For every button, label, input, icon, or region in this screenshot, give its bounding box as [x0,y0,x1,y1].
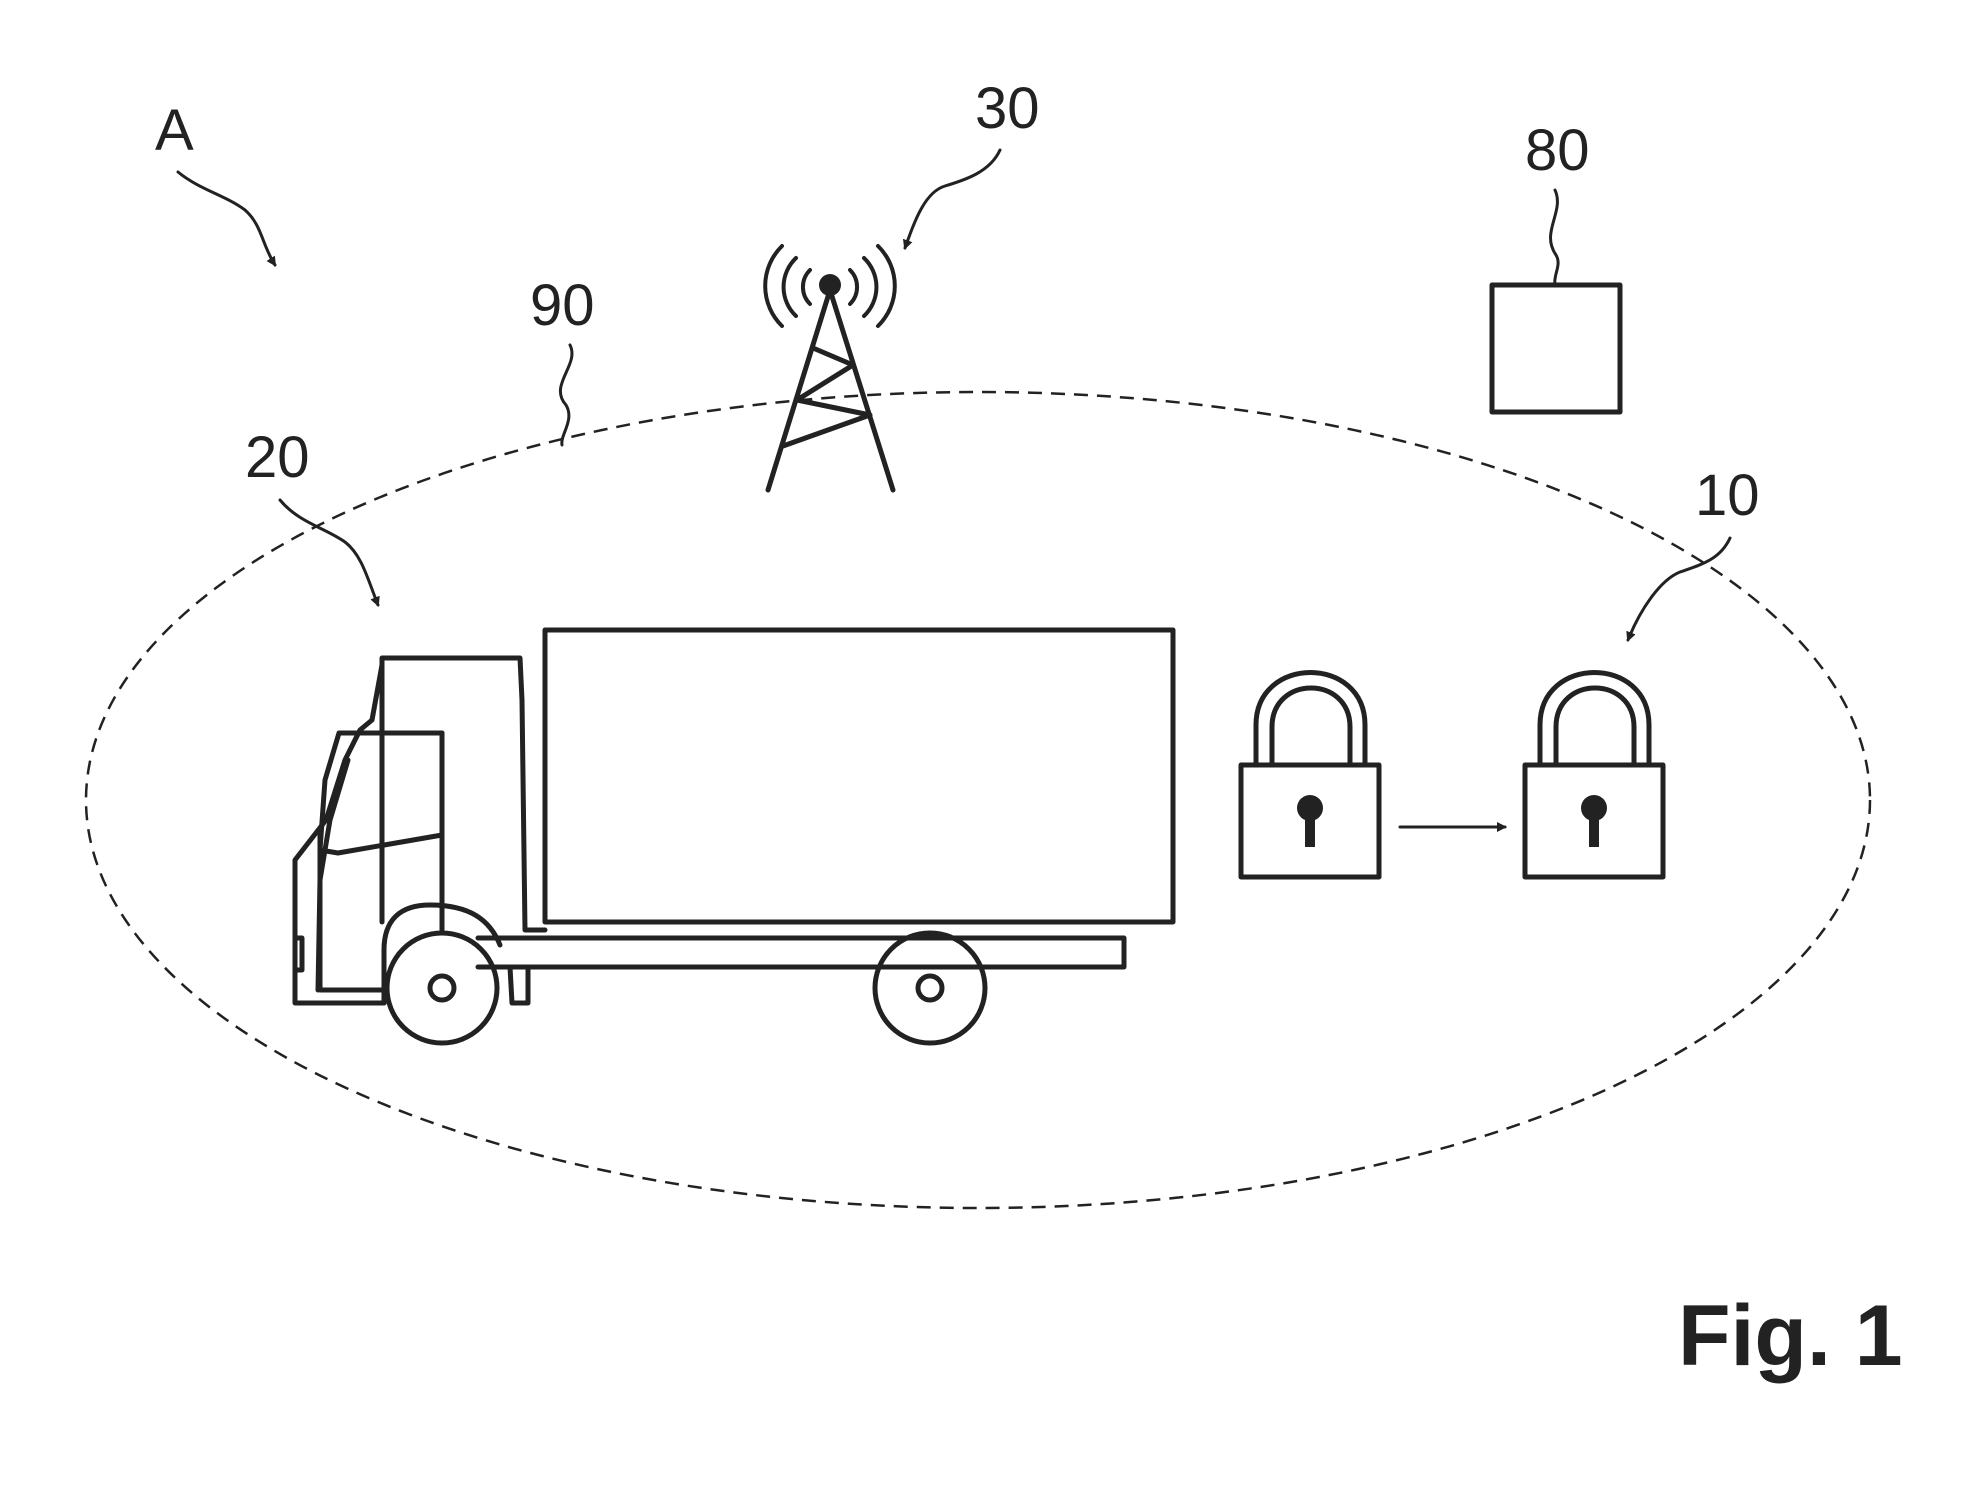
label-10: 10 [1695,463,1760,528]
closed-padlock-icon [1522,670,1666,880]
label-80: 80 [1525,118,1590,183]
leader-80 [1549,188,1560,287]
arrow-20 [278,498,380,607]
label-20: 20 [245,425,310,490]
truck-icon [292,627,1176,1046]
label-a: A [155,98,194,163]
figure-caption: Fig. 1 [1678,1288,1903,1384]
label-30: 30 [975,76,1040,141]
arrow-a [176,170,277,267]
open-padlock-icon [1238,670,1382,880]
server-box-icon [1489,282,1623,415]
arrow-10 [1626,536,1732,642]
label-90: 90 [530,273,595,338]
region-90-boundary [84,390,1872,1210]
arrow-30 [902,148,1002,250]
cell-tower-icon [763,244,897,493]
leader-90 [558,343,574,447]
